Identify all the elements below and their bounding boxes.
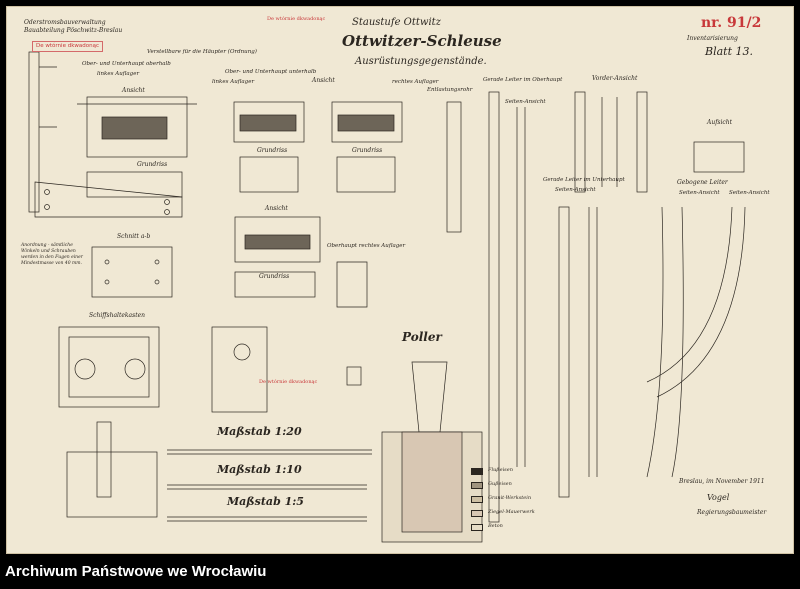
legend-label: Flußeisen xyxy=(488,467,513,473)
label-linkes-auflager-1: linkes Auflager xyxy=(97,71,140,77)
label-ober-unterhaupt-unterhalb: Ober- und Unterhaupt unterhalb xyxy=(225,69,317,75)
ansicht-frame-3 xyxy=(234,216,321,263)
red-stamp-top: De wtórnie dkwadonąc xyxy=(267,16,326,22)
label-rechtes-auflager: rechtes Auflager xyxy=(392,79,439,85)
legend-item: Flußeisen xyxy=(471,467,561,477)
label-massstab-1-20: Maßstab 1:20 xyxy=(217,425,302,438)
label-anordnung-note: Anordnung - sämtliche Winkeln und Schrau… xyxy=(21,243,83,266)
label-linkes-auflager-2: linkes Auflager xyxy=(212,79,255,85)
label-seiten-ansicht-4: Seiten-Ansicht xyxy=(729,190,770,196)
title-sub: Ausrüstungsgegenstände. xyxy=(355,56,487,67)
label-poller: Poller xyxy=(402,330,442,344)
technical-drawing xyxy=(28,51,746,543)
ansicht-frame-2b xyxy=(331,101,403,143)
legend-label: Gußeisen xyxy=(488,481,512,487)
label-grundriss-2: Grundriss xyxy=(257,147,288,154)
legend-swatch xyxy=(471,468,483,475)
archive-footer: Archiwum Państwowe we Wrocławiu xyxy=(0,554,800,589)
wedge-plate xyxy=(34,181,183,218)
label-vorder-ansicht: Vorder-Ansicht xyxy=(592,75,638,82)
legend-swatch xyxy=(471,496,483,503)
label-oberhaupt-rechtes: Oberhaupt rechtes Auflager xyxy=(327,243,406,249)
legend-item: Beton xyxy=(471,523,561,533)
label-gerade-leiter-unterhaupt: Gerade Leiter im Unterhaupt xyxy=(543,177,625,183)
label-ansicht-3: Ansicht xyxy=(265,205,288,212)
legend-item: Granit-Werkstein xyxy=(471,495,561,505)
sheet-label: Blatt 13. xyxy=(705,45,753,58)
label-gebogene-leiter: Gebogene Leiter xyxy=(677,179,728,186)
red-stamp-middle: De wtórnie dkwadonąc xyxy=(259,379,318,385)
legend-label: Beton xyxy=(488,523,503,529)
legend-swatch xyxy=(471,482,483,489)
label-grundriss-4: Grundriss xyxy=(259,273,290,280)
ansicht-frame-2a xyxy=(233,101,305,143)
grundriss-frame-1 xyxy=(86,171,183,198)
label-aufsicht: Aufsicht xyxy=(707,119,733,126)
authority-line-1: Oderstromsbauverwaltung xyxy=(24,19,106,26)
title-top: Staustufe Ottwitz xyxy=(352,17,441,28)
role-label: Regierungsbaumeister xyxy=(697,509,767,516)
label-gerade-leiter-oberhaupt: Gerade Leiter im Oberhaupt xyxy=(483,77,563,83)
label-ansicht-2: Ansicht xyxy=(312,77,335,84)
authority-line-2: Bauabteilung Pöschwitz-Breslau xyxy=(24,27,123,34)
signature: Vogel xyxy=(707,493,730,502)
label-seiten-ansicht-2: Seiten-Ansicht xyxy=(555,187,596,193)
label-grundriss-3: Grundriss xyxy=(352,147,383,154)
leiter-unterhaupt-wall xyxy=(558,206,570,498)
schnitt-ab-frame xyxy=(91,246,173,298)
legend-swatch xyxy=(471,510,483,517)
poller-outline xyxy=(411,361,448,433)
label-entlastungsrohr: Entlastungsrohr xyxy=(427,87,473,93)
label-massstab-1-5: Maßstab 1:5 xyxy=(227,495,304,508)
legend-item: Gußeisen xyxy=(471,481,561,491)
legend-swatch xyxy=(471,524,483,531)
entlastungsrohr-pipe xyxy=(446,101,462,233)
schiffshaltekasten-box xyxy=(58,326,160,408)
label-schiffshaltekasten: Schiffshaltekasten xyxy=(89,312,146,319)
place-date: Breslau, im November 1911 xyxy=(679,478,765,485)
leiter-oberhaupt-wall xyxy=(488,91,500,523)
label-massstab-1-10: Maßstab 1:10 xyxy=(217,463,302,476)
bracket-detail xyxy=(66,451,158,518)
legend-item: Ziegel-Mauerwerk xyxy=(471,509,561,519)
label-seiten-ansicht-3: Seiten-Ansicht xyxy=(679,190,720,196)
archive-number: nr. 91/2 xyxy=(701,15,762,31)
label-grundriss-1: Grundriss xyxy=(137,161,168,168)
legend-label: Granit-Werkstein xyxy=(488,495,532,501)
label-ober-unterhaupt-oberhalb: Ober- und Unterhaupt oberhalb xyxy=(82,61,171,67)
label-seiten-ansicht-1: Seiten-Ansicht xyxy=(505,99,546,105)
archive-name: Archiwum Państwowe we Wrocławiu xyxy=(5,563,267,580)
authority-stamp: De wtórnie dkwadonąc xyxy=(32,41,103,52)
wall-section xyxy=(28,51,40,213)
ansicht-frame-1 xyxy=(86,96,188,158)
drawing-sheet: Oderstromsbauverwaltung Bauabteilung Pös… xyxy=(6,6,794,554)
label-verstellbare: Verstellbare für die Häupter (Ordnung) xyxy=(147,49,257,55)
label-ansicht-1: Ansicht xyxy=(122,87,145,94)
title-main: Ottwitzer-Schleuse xyxy=(342,32,502,50)
legend-label: Ziegel-Mauerwerk xyxy=(488,509,535,515)
inventory-label: Inventarisierung xyxy=(687,35,738,42)
label-schnitt-ab: Schnitt a-b xyxy=(117,233,151,240)
